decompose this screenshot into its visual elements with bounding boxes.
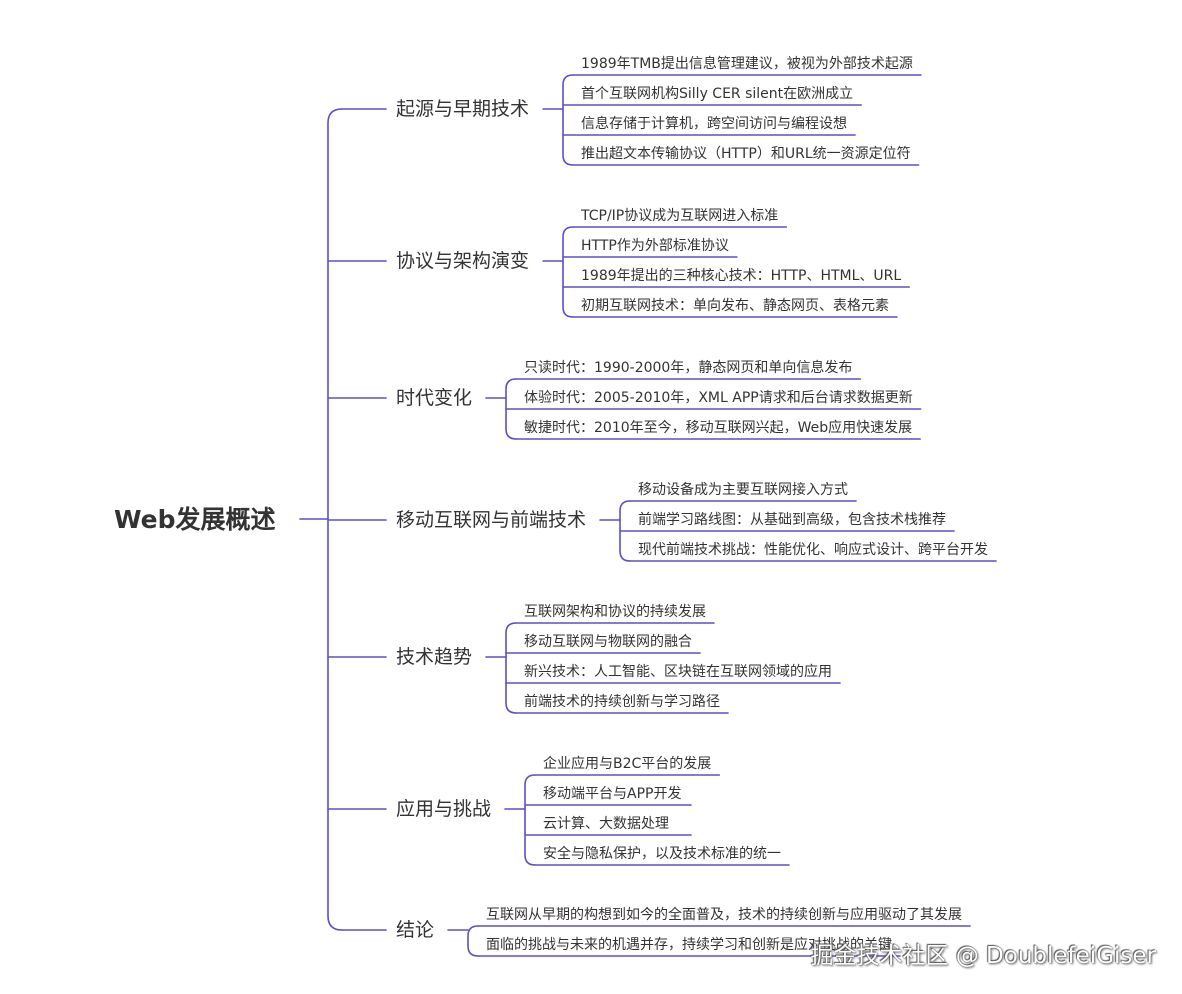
leaf-topic: 敏捷时代：2010年至今，移动互联网兴起，Web应用快速发展 <box>524 420 913 436</box>
leaf-topic: 信息存储于计算机，跨空间访问与编程设想 <box>581 116 848 132</box>
branch-topic: 结论 <box>396 918 435 941</box>
leaf-topic: 移动互联网与物联网的融合 <box>524 634 693 650</box>
leaf-topic: 移动设备成为主要互联网接入方式 <box>638 482 849 498</box>
leaf-topic: 现代前端技术挑战：性能优化、响应式设计、跨平台开发 <box>638 542 989 558</box>
leaf-topic: 互联网架构和协议的持续发展 <box>524 604 707 620</box>
group-bracket <box>562 74 574 166</box>
leaf-topic: 前端学习路线图：从基础到高级，包含技术栈推荐 <box>638 512 947 528</box>
branch-topic: 时代变化 <box>396 386 473 409</box>
group-bracket <box>467 925 479 957</box>
leaf-topic: TCP/IP协议成为互联网进入标准 <box>581 208 779 224</box>
branch-topic: 起源与早期技术 <box>396 97 530 120</box>
group-bracket <box>562 226 574 318</box>
branch-topic: 技术趋势 <box>396 645 473 668</box>
leaf-topic: 互联网从早期的构想到如今的全面普及，技术的持续创新与应用驱动了其发展 <box>486 907 963 923</box>
leaf-topic: 企业应用与B2C平台的发展 <box>543 756 712 772</box>
leaf-topic: HTTP作为外部标准协议 <box>581 238 729 254</box>
leaf-topic: 云计算、大数据处理 <box>543 816 670 832</box>
group-bracket <box>505 622 517 714</box>
leaf-topic: 新兴技术：人工智能、区块链在互联网领域的应用 <box>524 664 833 680</box>
group-bracket <box>524 774 536 866</box>
leaf-topic: 只读时代：1990-2000年，静态网页和单向信息发布 <box>524 360 853 376</box>
leaf-topic: 体验时代：2005-2010年，XML APP请求和后台请求数据更新 <box>524 390 913 406</box>
leaf-topic: 面临的挑战与未来的机遇并存，持续学习和创新是应对挑战的关键 <box>486 937 893 953</box>
leaf-topic: 1989年提出的三种核心技术：HTTP、HTML、URL <box>581 268 902 284</box>
leaf-topic: 1989年TMB提出信息管理建议，被视为外部技术起源 <box>581 56 913 72</box>
leaf-topic: 前端技术的持续创新与学习路径 <box>524 694 721 710</box>
leaf-topic: 推出超文本传输协议（HTTP）和URL统一资源定位符 <box>581 146 911 162</box>
leaf-topic: 初期互联网技术：单向发布、静态网页、表格元素 <box>581 298 890 314</box>
watermark: 掘金技术社区 @ DoublefeiGiser <box>810 943 1156 969</box>
branch-topic: 应用与挑战 <box>396 797 492 820</box>
leaf-topic: 安全与隐私保护，以及技术标准的统一 <box>543 846 782 862</box>
branch-topic: 移动互联网与前端技术 <box>396 508 587 531</box>
branch-topic: 协议与架构演变 <box>396 249 530 272</box>
root-topic: Web发展概述 <box>114 504 276 534</box>
leaf-topic: 首个互联网机构Silly CER silent在欧洲成立 <box>581 86 854 102</box>
leaf-topic: 移动端平台与APP开发 <box>543 786 682 802</box>
